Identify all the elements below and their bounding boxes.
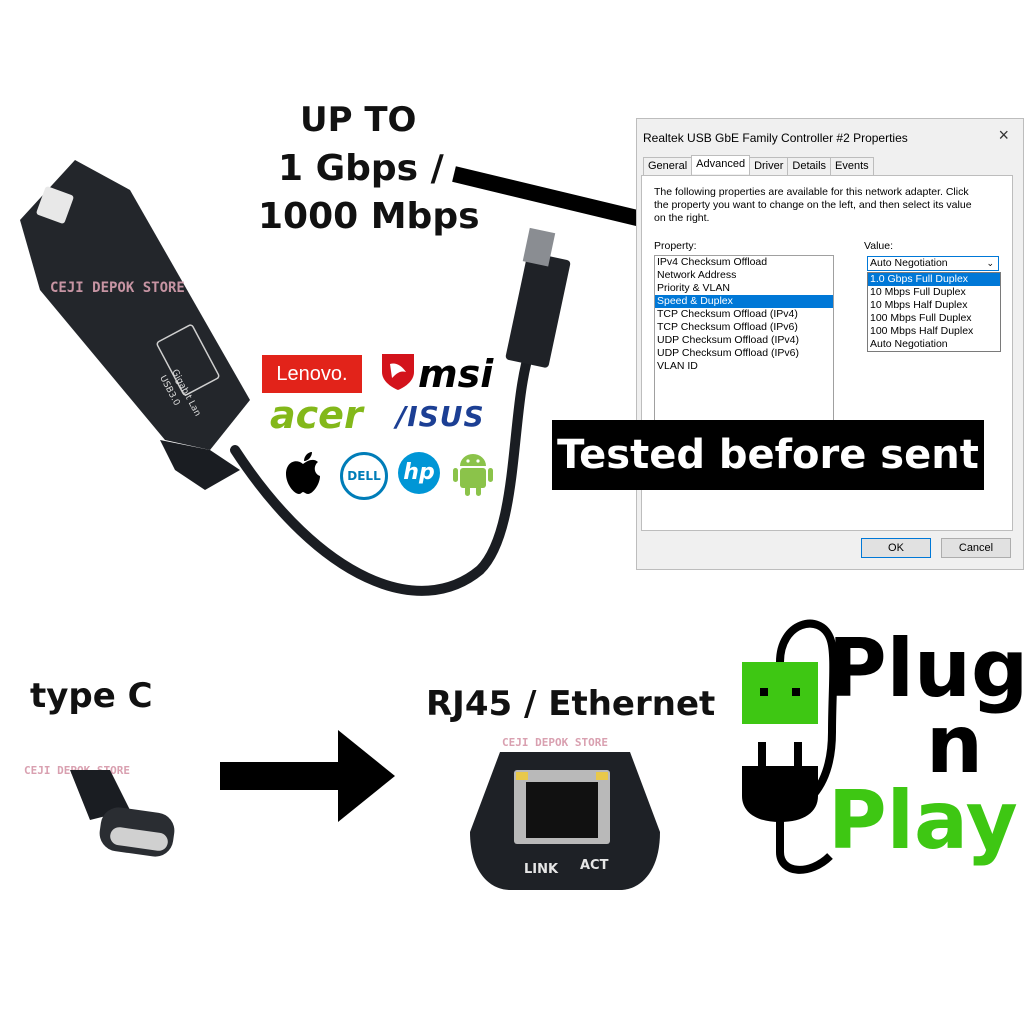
property-list[interactable]: IPv4 Checksum Offload Network Address Pr… [654, 255, 834, 423]
headline-up-to: UP TO [300, 100, 417, 140]
value-option[interactable]: 100 Mbps Half Duplex [870, 325, 974, 337]
property-label: Property: [654, 240, 697, 252]
property-item-selected[interactable]: Speed & Duplex [655, 295, 833, 308]
link-label: LINK [524, 862, 559, 877]
value-dropdown[interactable]: Auto Negotiation ⌄ [867, 256, 999, 271]
usb-c-connector-image [70, 770, 175, 857]
tested-badge: Tested before sent [552, 420, 984, 490]
property-item[interactable]: TCP Checksum Offload (IPv4) [657, 308, 798, 320]
chevron-down-icon: ⌄ [986, 258, 994, 268]
dialog-title: Realtek USB GbE Family Controller #2 Pro… [643, 131, 908, 145]
act-label: ACT [580, 858, 609, 873]
right-arrow-icon [220, 730, 395, 822]
hp-logo: hp [398, 452, 440, 494]
property-item[interactable]: IPv4 Checksum Offload [657, 256, 768, 268]
type-c-label: type C [30, 676, 153, 716]
close-icon[interactable]: × [998, 125, 1009, 145]
value-option[interactable]: 10 Mbps Half Duplex [870, 299, 968, 311]
property-item[interactable]: UDP Checksum Offload (IPv4) [657, 334, 799, 346]
property-item[interactable]: Priority & VLAN [657, 282, 730, 294]
property-item[interactable]: Network Address [657, 269, 737, 281]
adapter-watermark: CEJI DEPOK STORE [50, 280, 185, 296]
value-option[interactable]: 100 Mbps Full Duplex [870, 312, 972, 324]
usb-adapter-image [20, 160, 571, 596]
tab-general[interactable]: General [643, 157, 693, 176]
lenovo-logo: Lenovo. [262, 355, 362, 393]
tab-driver[interactable]: Driver [749, 157, 789, 176]
apple-icon [286, 452, 320, 494]
android-icon [453, 454, 493, 496]
property-item[interactable]: VLAN ID [657, 360, 698, 372]
value-option[interactable]: Auto Negotiation [870, 338, 948, 350]
property-item[interactable]: UDP Checksum Offload (IPv6) [657, 347, 799, 359]
rj45-watermark: CEJI DEPOK STORE [502, 736, 608, 749]
tab-details[interactable]: Details [787, 157, 832, 176]
ok-button[interactable]: OK [861, 538, 931, 558]
msi-dragon-icon [382, 354, 414, 390]
n-word: n [926, 698, 983, 791]
msi-logo: msi [418, 352, 494, 396]
dell-logo: DELL [340, 452, 388, 500]
value-options-list[interactable]: 1.0 Gbps Full Duplex 10 Mbps Full Duplex… [867, 272, 1001, 352]
plug-word: Plug [828, 622, 1024, 715]
asus-logo: /ISUS [396, 400, 485, 433]
property-item[interactable]: TCP Checksum Offload (IPv6) [657, 321, 798, 333]
acer-logo: acer [270, 393, 363, 437]
properties-dialog: Realtek USB GbE Family Controller #2 Pro… [636, 118, 1024, 570]
cancel-button[interactable]: Cancel [941, 538, 1011, 558]
tab-events[interactable]: Events [830, 157, 874, 176]
panel-description: The following properties are available f… [654, 186, 972, 224]
headline-gbps: 1 Gbps / [278, 148, 444, 189]
value-option[interactable]: 10 Mbps Full Duplex [870, 286, 966, 298]
value-option-highlighted[interactable]: 1.0 Gbps Full Duplex [868, 273, 1000, 286]
plug-socket-icon [742, 619, 838, 874]
tab-advanced[interactable]: Advanced [691, 155, 751, 174]
dialog-tabs: General Advanced Driver Details Events [643, 155, 874, 176]
rj45-port-image [470, 752, 660, 890]
value-dropdown-text: Auto Negotiation [870, 257, 948, 269]
value-label: Value: [864, 240, 893, 252]
headline-mbps: 1000 Mbps [258, 196, 480, 237]
rj45-label: RJ45 / Ethernet [426, 684, 716, 724]
play-word: Play [828, 774, 1018, 867]
